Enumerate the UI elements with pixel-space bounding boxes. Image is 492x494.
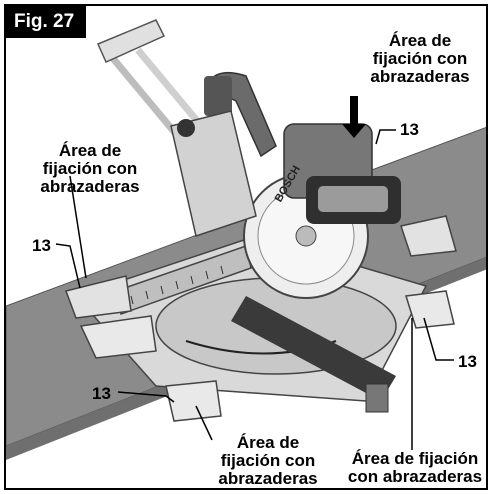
ref-number-top-right: 13 — [400, 120, 419, 139]
ref-number-right: 13 — [458, 352, 477, 371]
rail-end-cap — [97, 19, 166, 63]
miter-arm — [231, 296, 396, 401]
figure-tag: Fig. 27 — [6, 6, 86, 38]
clamp-area-arrow — [342, 96, 366, 138]
leader-bottom-center — [195, 405, 213, 441]
leader-right — [423, 317, 454, 361]
extension-left — [65, 275, 132, 319]
leader-top-right — [375, 129, 396, 145]
callout-area-bottom-center: Área de fijación con abrazaderas — [218, 433, 318, 488]
extension-front — [165, 380, 222, 422]
callout-area-left: Área de fijación con abrazaderas — [40, 141, 140, 196]
ref-number-bottom-left: 13 — [92, 384, 111, 403]
handle-grip — [204, 76, 232, 116]
carry-handle-grip — [318, 186, 388, 212]
leader-left — [55, 243, 81, 289]
leader-bottom-left — [117, 391, 175, 403]
extension-left-lower — [79, 315, 157, 359]
extension-right-lower — [405, 290, 455, 329]
callout-area-bottom-right: Área de fijación con abrazaderas — [347, 449, 483, 486]
arbor — [295, 225, 317, 247]
saw-arm — [170, 110, 257, 237]
miter-handle — [365, 383, 389, 413]
callout-area-top-right: Área de fijación con abrazaderas — [370, 31, 470, 86]
ref-number-left: 13 — [32, 236, 51, 255]
extension-right — [400, 215, 457, 257]
leader-lines — [55, 129, 454, 450]
fence-scale — [130, 265, 224, 305]
miter-saw-illustration — [6, 19, 486, 460]
leader-area-left — [69, 175, 87, 279]
figure-frame: Fig. 27 BOSCH Área de fijación con abraz… — [4, 4, 488, 490]
lock-knob — [177, 119, 195, 137]
